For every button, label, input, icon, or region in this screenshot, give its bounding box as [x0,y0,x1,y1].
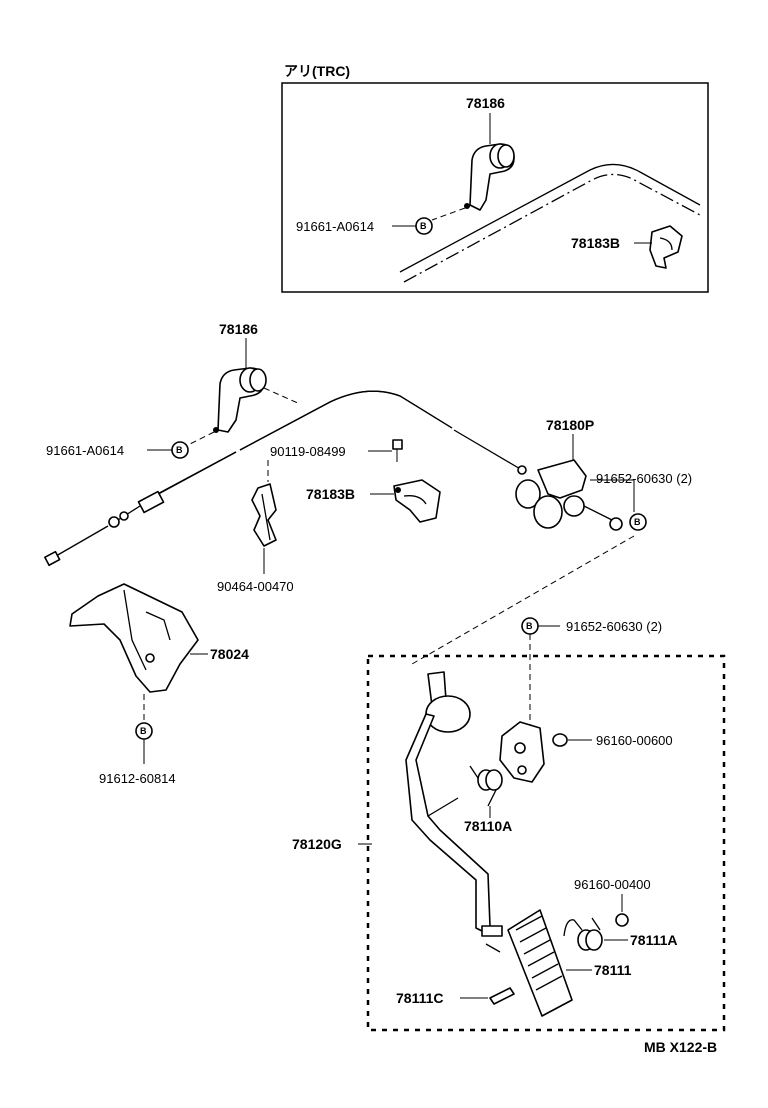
label-91652-box: 91652-60630 (2) [566,619,662,634]
accelerator-cable [44,390,527,567]
label-78186: 78186 [219,321,258,337]
main-assembly: 78186 B 91661-A0614 90119-08499 [44,321,692,786]
trc-frame [281,82,709,293]
label-91652-top: 91652-60630 (2) [596,471,692,486]
trc-bracket-78186 [464,143,515,211]
bracket-78024 [69,583,199,693]
pedal-box-frame [366,654,726,1032]
dash-bolt-91661 [185,431,215,447]
trc-label-78183b: 78183B [571,235,620,251]
trc-bolt-letter: B [420,221,427,231]
label-90119: 90119-08499 [270,444,346,459]
bolt-marker-91652-top [629,513,647,531]
nut-96160-00600 [552,733,568,747]
trc-label-78186: 78186 [466,95,505,111]
throttle-link-78180p [515,459,623,531]
label-78111c: 78111C [396,990,444,1006]
clip-90464 [251,483,277,547]
label-78111a: 78111A [630,932,678,948]
trc-dash-bolt [431,207,466,221]
label-90464: 90464-00470 [217,579,294,594]
trc-inset: アリ(TRC) 78186 B 91661-A0614 78183B [281,63,709,293]
label-78111: 78111 [594,962,632,978]
label-91612: 91612-60814 [99,771,176,786]
spring-78110a [469,765,503,807]
trc-label-91661: 91661-A0614 [296,219,374,234]
label-91661: 91661-A0614 [46,443,124,458]
trc-title: アリ(TRC) [284,63,350,79]
spring-78111a [563,917,603,951]
pedal-pad-78111 [507,909,573,1017]
label-78110a: 78110A [464,818,512,834]
nut-96160-00400 [615,913,629,927]
trc-clamp-78183b [649,225,683,269]
label-96160-00400: 96160-00400 [574,877,651,892]
dash-linkage [411,535,635,665]
label-96160-00600: 96160-00600 [596,733,673,748]
label-78180p: 78180P [546,417,594,433]
dash-78186-cable [263,387,301,405]
pedal-box: B 91652-60630 (2) 78120G 96160-00600 [292,617,726,1032]
bolt-letter-91612: B [140,726,147,736]
label-78120g: 78120G [292,836,342,852]
bolt-letter-91652-box: B [526,621,533,631]
bracket-78186 [213,367,267,433]
pin-78111c [489,987,515,1005]
bolt-letter-91661: B [176,445,183,455]
pivot-bracket [499,721,545,783]
pedal-arm-78120g [405,671,503,953]
clamp-78183b [393,479,441,523]
label-78024: 78024 [210,646,249,662]
diagram-code: MB X122-B [644,1039,717,1055]
pin-90119 [392,439,403,450]
bolt-letter-91652-top: B [634,517,641,527]
label-78183b: 78183B [306,486,355,502]
trc-cable [399,163,701,273]
